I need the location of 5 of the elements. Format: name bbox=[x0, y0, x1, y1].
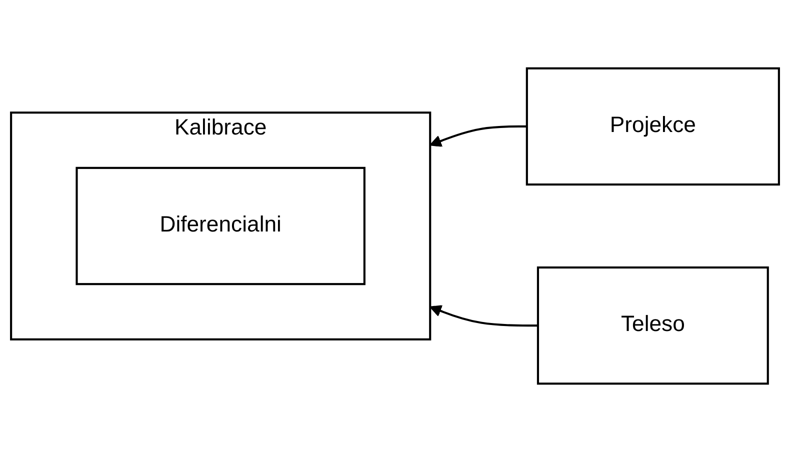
node-box: Diferencialni bbox=[76, 166, 366, 286]
node-box: Projekce bbox=[526, 67, 780, 186]
arrow bbox=[430, 305, 538, 327]
arrow bbox=[430, 125, 527, 147]
node-box: Teleso bbox=[536, 266, 769, 385]
